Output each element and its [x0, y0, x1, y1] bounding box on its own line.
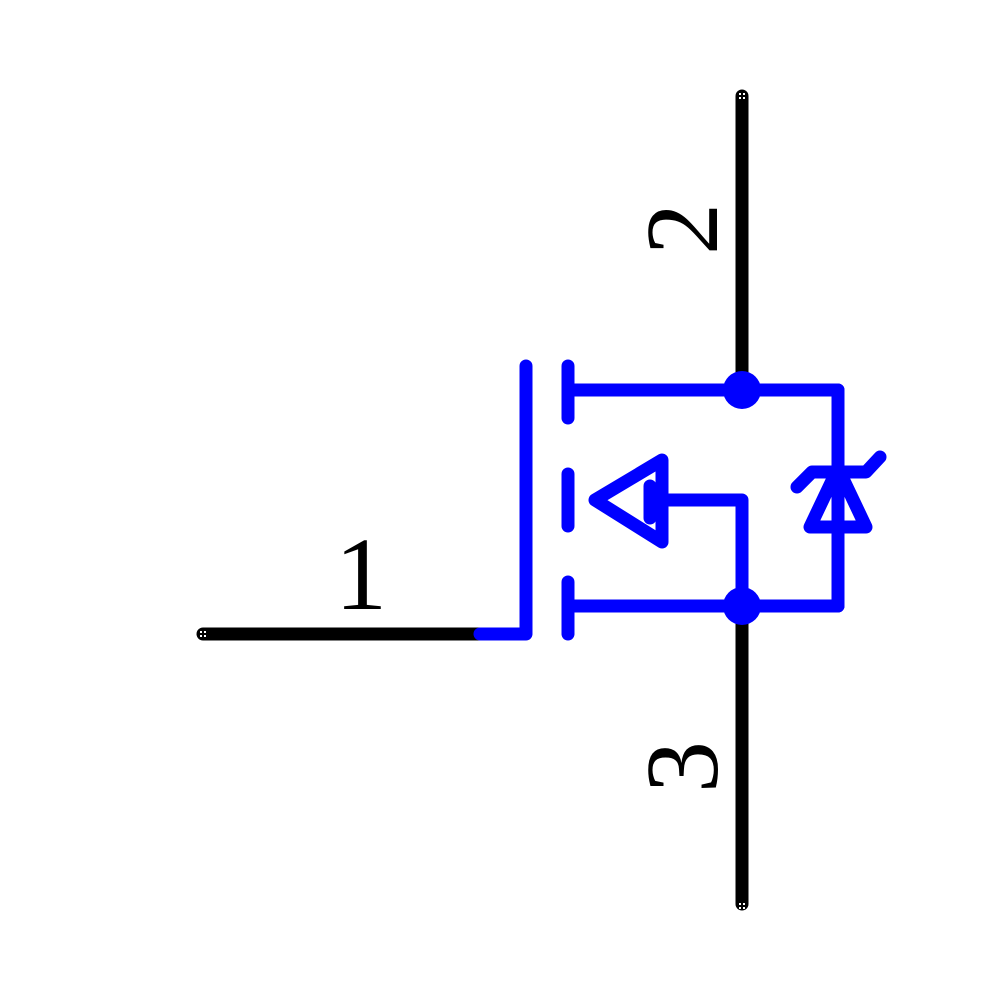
pin-1-label: 1 [335, 517, 387, 632]
mosfet-body [473, 359, 845, 641]
pin-2-label: 2 [625, 203, 740, 255]
gate-lead [473, 359, 533, 641]
pin-3-label: 3 [625, 741, 740, 793]
junction-source [723, 587, 761, 625]
body-arrow-icon [588, 453, 669, 549]
pin-endpoint-markers [200, 93, 745, 909]
zener-diode-icon [790, 450, 887, 534]
junction-drain [723, 371, 761, 409]
